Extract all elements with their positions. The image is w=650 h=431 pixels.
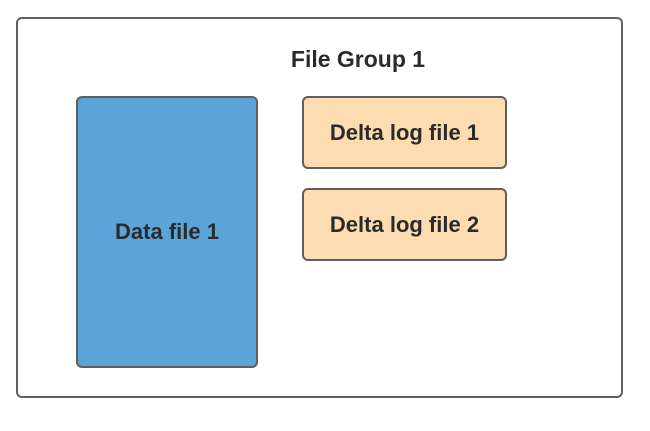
data-file-label: Data file 1 (115, 219, 219, 244)
data-file-box: Data file 1 (76, 96, 258, 368)
delta-log-file-2-label: Delta log file 2 (329, 211, 480, 237)
delta-log-file-1-label: Delta log file 1 (329, 119, 480, 145)
delta-log-file-2-box: Delta log file 2 (302, 188, 507, 261)
file-group-title: File Group 1 (290, 46, 426, 72)
delta-log-file-1-box: Delta log file 1 (302, 96, 507, 169)
